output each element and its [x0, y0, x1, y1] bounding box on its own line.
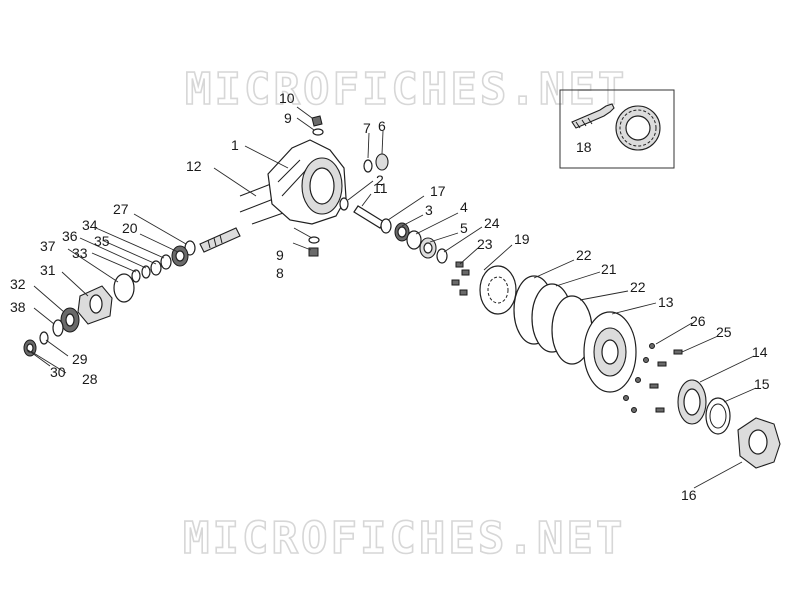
- part-29-washer: [39, 331, 49, 345]
- part-26-screws: [623, 343, 655, 413]
- part-36-spacer: [141, 265, 151, 279]
- part-3-bearing: [394, 222, 410, 242]
- label-6: 6: [378, 118, 386, 134]
- part-13-brake-disc: [583, 311, 637, 393]
- part-17-ring: [380, 218, 392, 234]
- label-10: 10: [279, 90, 295, 106]
- label-11: 11: [373, 180, 388, 196]
- label-22-b: 22: [630, 279, 646, 295]
- label-9-bottom: 9: [276, 247, 284, 263]
- part-19-disc: [479, 265, 517, 315]
- label-37: 37: [40, 238, 56, 254]
- part-27-pinion-shaft: [199, 227, 241, 253]
- label-12: 12: [186, 158, 202, 174]
- part-24-ring: [436, 248, 448, 264]
- part-33-ring: [131, 269, 141, 283]
- part-6-bushing: [375, 153, 389, 171]
- label-13: 13: [658, 294, 674, 310]
- label-7: 7: [363, 120, 371, 136]
- part-1-housing: [267, 139, 347, 225]
- part-2-o-ring: [339, 197, 349, 211]
- part-8-bolt-bottom: [308, 247, 319, 257]
- part-18-pinion-and-ring-gear: [571, 103, 661, 151]
- label-21: 21: [601, 261, 617, 277]
- part-23-bolts: [451, 261, 470, 296]
- label-14: 14: [752, 344, 768, 360]
- part-10-bolt-top: [311, 115, 323, 127]
- part-31-flange: [77, 285, 113, 325]
- part-37-o-ring: [113, 273, 135, 303]
- label-35: 35: [94, 233, 110, 249]
- label-4: 4: [460, 199, 468, 215]
- watermark-top: MICROFICHES.NET: [185, 64, 627, 115]
- part-15-seal: [705, 397, 731, 435]
- part-25-bolts: [649, 349, 683, 413]
- part-32-bearing: [60, 307, 80, 333]
- label-23: 23: [477, 236, 493, 252]
- leader-lines: [27, 106, 757, 489]
- label-16: 16: [681, 487, 697, 503]
- label-1: 1: [231, 137, 239, 153]
- label-36: 36: [62, 228, 78, 244]
- label-20: 20: [122, 220, 138, 236]
- part-5-bearing: [419, 237, 437, 259]
- label-5: 5: [460, 220, 468, 236]
- part-7-ring: [363, 159, 373, 173]
- inset-box: [559, 89, 675, 169]
- part-16-hub: [737, 417, 781, 469]
- label-22-a: 22: [576, 247, 592, 263]
- part-4-seal: [406, 230, 422, 250]
- label-8: 8: [276, 265, 284, 281]
- label-25: 25: [716, 324, 732, 340]
- part-34-ring: [160, 254, 172, 270]
- label-34: 34: [82, 217, 98, 233]
- part-labels: 1 2 3 4 5 6 7 8 9 9 10 11 12 13 14 15 16…: [10, 90, 770, 503]
- label-3: 3: [425, 202, 433, 218]
- part-11-sleeve: [353, 205, 385, 229]
- label-29: 29: [72, 351, 88, 367]
- part-28-30-nut: [23, 339, 37, 357]
- label-15: 15: [754, 376, 770, 392]
- label-9-top: 9: [284, 110, 292, 126]
- label-30: 30: [50, 364, 66, 380]
- label-31: 31: [40, 262, 56, 278]
- part-9-washer-top: [312, 128, 324, 136]
- label-18: 18: [576, 139, 592, 155]
- watermark-bottom: MICROFICHES.NET: [183, 513, 625, 564]
- label-24: 24: [484, 215, 500, 231]
- label-17: 17: [430, 183, 446, 199]
- label-27: 27: [113, 201, 129, 217]
- part-20-bearing: [171, 245, 189, 267]
- label-38: 38: [10, 299, 26, 315]
- label-32: 32: [10, 276, 26, 292]
- label-33: 33: [72, 245, 88, 261]
- part-38-ring: [52, 319, 64, 337]
- label-19: 19: [514, 231, 530, 247]
- part-14-bearing: [677, 379, 707, 425]
- label-26: 26: [690, 313, 706, 329]
- part-9-washer-bottom: [308, 236, 320, 244]
- label-2: 2: [376, 172, 384, 188]
- part-35-washer: [150, 260, 162, 276]
- label-28: 28: [82, 371, 98, 387]
